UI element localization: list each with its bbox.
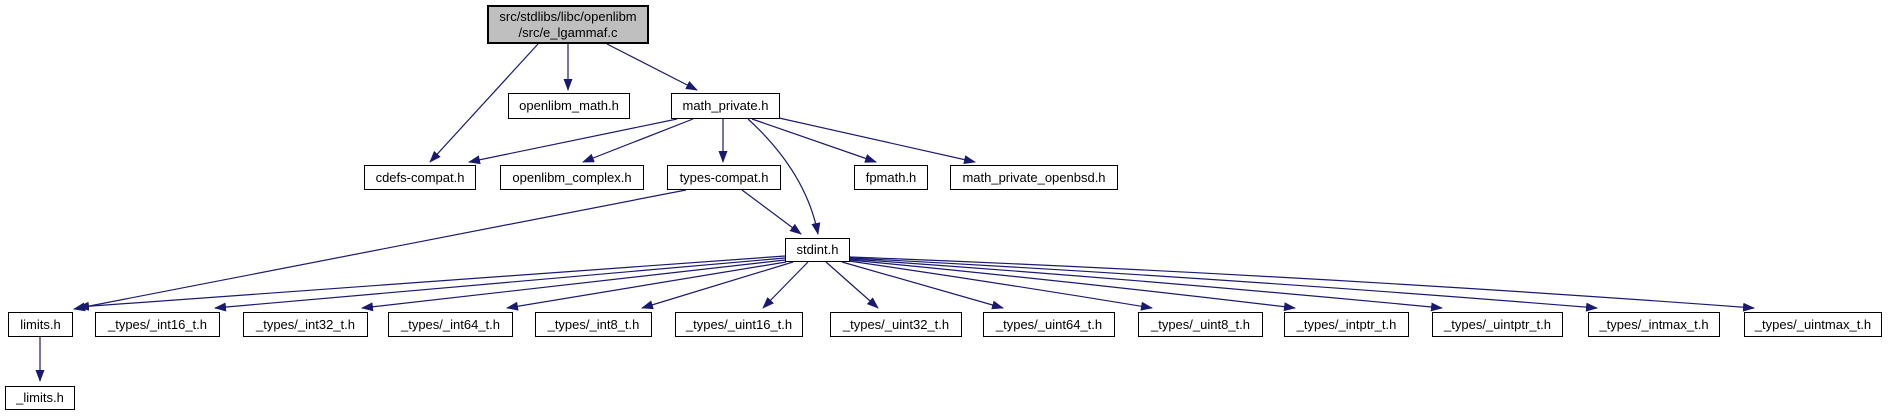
graph-node-types_compat_h[interactable]: types-compat.h bbox=[667, 165, 781, 190]
edge-stdint_h-to-types_int8_t_h bbox=[641, 261, 794, 310]
graph-node-types_int32_t_h[interactable]: _types/_int32_t.h bbox=[243, 312, 368, 337]
edge-stdint_h-to-types_uintmax_t_h bbox=[849, 256, 1755, 312]
edge-stdint_h-to-limits_h bbox=[77, 255, 786, 311]
edge-stdint_h-to-types_int64_t_h bbox=[506, 261, 787, 311]
graph-node-types_int16_t_h[interactable]: _types/_int16_t.h bbox=[95, 312, 220, 337]
graph-node-openlibm_complex_h[interactable]: openlibm_complex.h bbox=[500, 165, 644, 190]
graph-node-stdint_h[interactable]: stdint.h bbox=[785, 238, 850, 262]
graph-node-limits_h[interactable]: limits.h bbox=[8, 312, 73, 337]
graph-node-openlibm_math_h[interactable]: openlibm_math.h bbox=[508, 93, 630, 119]
edge-stdint_h-to-types_int32_t_h bbox=[361, 259, 786, 312]
edge-stdint_h-to-types_intptr_t_h bbox=[849, 259, 1296, 312]
graph-node-_limits_h[interactable]: _limits.h bbox=[5, 386, 75, 410]
edge-stdint_h-to-types_intmax_t_h bbox=[849, 257, 1598, 312]
graph-node-types_uintmax_t_h[interactable]: _types/_uintmax_t.h bbox=[1744, 312, 1882, 337]
edge-stdint_h-to-types_uintptr_t_h bbox=[849, 258, 1443, 312]
graph-node-e_lgammaf_c[interactable]: src/stdlibs/libc/openlibm /src/e_lgammaf… bbox=[487, 5, 649, 44]
edge-math_private_h-to-cdefs_compat_h bbox=[468, 118, 678, 165]
graph-node-fpmath_h[interactable]: fpmath.h bbox=[854, 165, 928, 190]
edge-stdint_h-to-types_uint32_t_h bbox=[825, 261, 879, 309]
graph-node-types_intmax_t_h[interactable]: _types/_intmax_t.h bbox=[1588, 312, 1720, 337]
edge-stdint_h-to-types_uint8_t_h bbox=[848, 260, 1153, 311]
edge-math_private_h-to-stdint_h bbox=[747, 118, 821, 235]
graph-node-math_private_h[interactable]: math_private.h bbox=[671, 93, 780, 119]
graph-node-types_intptr_t_h[interactable]: _types/_intptr_t.h bbox=[1284, 312, 1409, 337]
graph-node-cdefs_compat_h[interactable]: cdefs-compat.h bbox=[364, 165, 476, 190]
graph-node-types_uint8_t_h[interactable]: _types/_uint8_t.h bbox=[1138, 312, 1263, 337]
graph-node-types_int8_t_h[interactable]: _types/_int8_t.h bbox=[535, 312, 652, 337]
graph-node-types_uint32_t_h[interactable]: _types/_uint32_t.h bbox=[830, 312, 962, 337]
edge-stdint_h-to-types_uint64_t_h bbox=[841, 261, 1004, 310]
edge-e_lgammaf_c-to-math_private_h bbox=[606, 43, 698, 91]
edge-types_compat_h-to-stdint_h bbox=[741, 189, 802, 235]
edge-stdint_h-to-types_int16_t_h bbox=[214, 257, 786, 312]
edge-math_private_h-to-openlibm_complex_h bbox=[582, 118, 694, 163]
graph-node-math_private_openbsd_h[interactable]: math_private_openbsd.h bbox=[950, 165, 1118, 190]
graph-node-types_uint64_t_h[interactable]: _types/_uint64_t.h bbox=[983, 312, 1115, 337]
graph-node-types_uintptr_t_h[interactable]: _types/_uintptr_t.h bbox=[1432, 312, 1563, 337]
graph-node-types_int64_t_h[interactable]: _types/_int64_t.h bbox=[388, 312, 513, 337]
edges-group bbox=[35, 43, 1755, 382]
graph-node-types_uint16_t_h[interactable]: _types/_uint16_t.h bbox=[675, 312, 803, 337]
edge-math_private_h-to-fpmath_h bbox=[751, 118, 877, 163]
edge-stdint_h-to-types_uint16_t_h bbox=[762, 261, 809, 309]
edge-math_private_h-to-math_private_openbsd_h bbox=[778, 117, 976, 164]
edge-e_lgammaf_c-to-cdefs_compat_h bbox=[429, 43, 539, 163]
edge-types_compat_h-to-limits_h bbox=[73, 189, 687, 312]
